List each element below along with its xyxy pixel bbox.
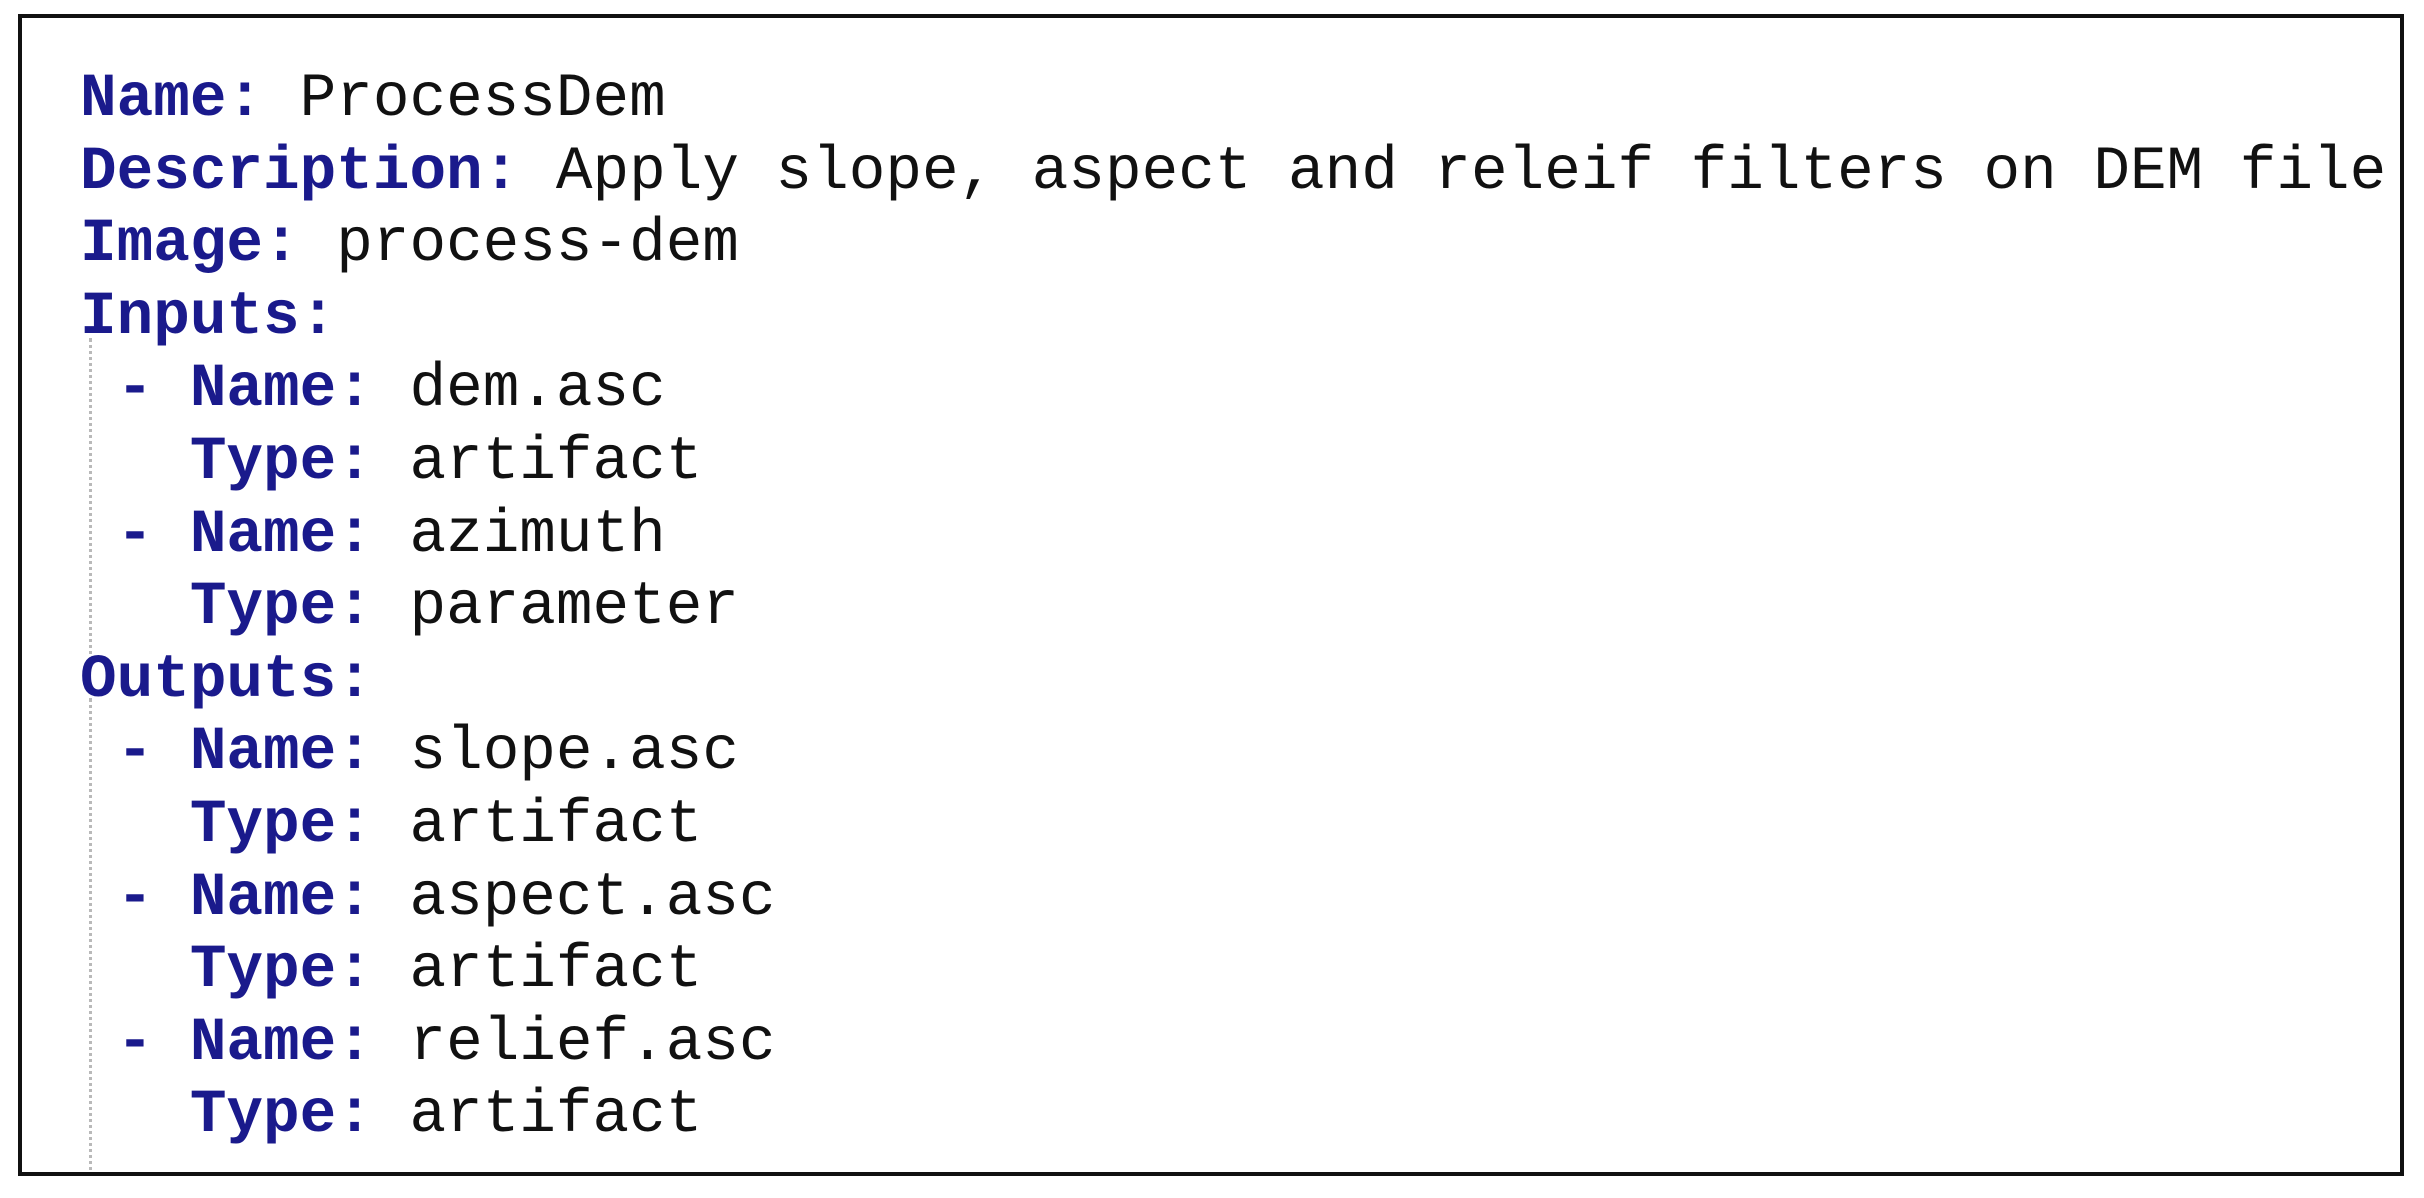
code-line: Image: process-dem [80,210,739,280]
code-line: Description: Apply slope, aspect and rel… [80,137,2387,207]
yaml-value: Apply slope, aspect and releif filters o… [555,137,2387,207]
code-line: Inputs: [80,282,337,352]
code-line: - Name: relief.asc [116,1008,776,1078]
code-line: Type: artifact [189,790,703,860]
code-line: Type: artifact [189,1081,703,1151]
code-line: Type: parameter [189,573,739,643]
yaml-key: Type [189,427,337,497]
yaml-value: ProcessDem [299,65,666,134]
yaml-value: parameter [409,573,739,643]
yaml-value: artifact [409,790,703,860]
code-line: Type: artifact [189,936,703,1006]
code-line: Type: artifact [189,427,703,497]
indent-guide-inputs [89,338,92,668]
yaml-key: Name [189,718,337,788]
yaml-key: Name [189,863,337,933]
yaml-key: Type [189,1081,337,1151]
yaml-value: artifact [409,1081,703,1151]
yaml-value: aspect.asc [409,863,776,933]
yaml-value: artifact [409,936,703,1006]
yaml-value: dem.asc [409,355,666,425]
yaml-key: Type [189,573,337,643]
yaml-key: Type [189,936,337,1006]
yaml-key: Description [80,137,483,207]
yaml-key: Inputs [80,282,300,352]
code-line: Outputs: [80,645,373,715]
code-line: - Name: azimuth [116,500,666,570]
yaml-key: Name [189,500,337,570]
yaml-value: process-dem [336,210,739,280]
yaml-value: slope.asc [409,718,739,788]
yaml-value: relief.asc [409,1008,776,1078]
yaml-key: Image [80,210,264,280]
code-line: - Name: aspect.asc [116,863,776,933]
code-line: - Name: slope.asc [116,718,739,788]
yaml-key: Name [189,1008,337,1078]
yaml-value: azimuth [409,500,666,570]
yaml-value: artifact [409,427,703,497]
code-line: - Name: dem.asc [116,355,666,425]
yaml-key: Outputs [80,645,337,715]
yaml-key: Name [189,355,337,425]
yaml-key: Type [189,790,337,860]
code-line: Name: ProcessDem [80,65,666,134]
yaml-key: Name [80,65,227,134]
indent-guide-outputs [89,698,92,1172]
